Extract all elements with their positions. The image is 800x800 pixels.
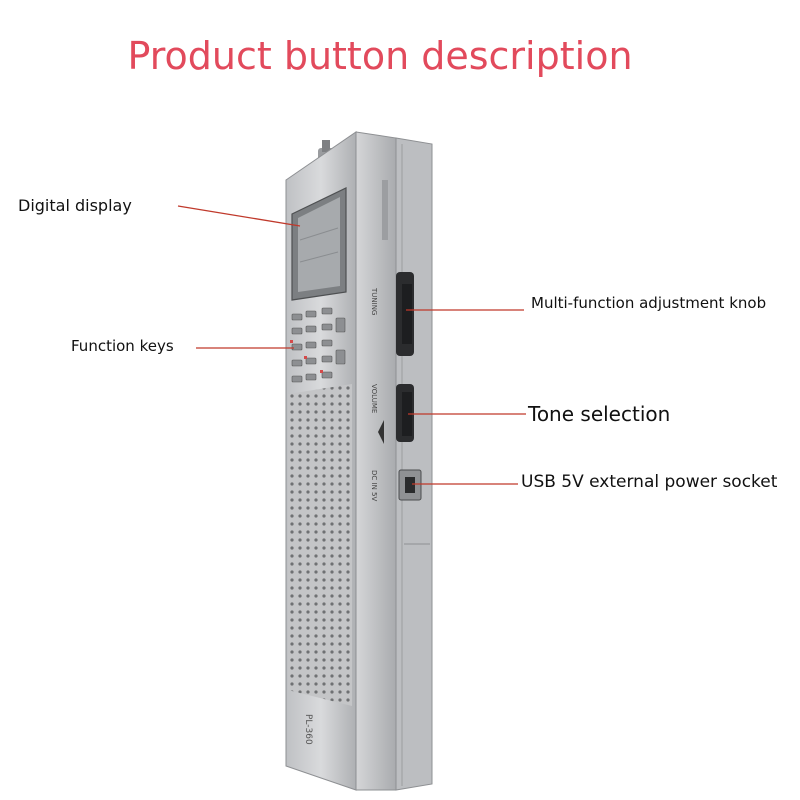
tuning-label: TUNING [370,287,378,315]
tuning-knob [396,272,414,356]
label-multi-function-knob: Multi-function adjustment knob [531,294,767,312]
callout-lines [177,205,526,485]
radio-lcd-display [291,187,347,301]
label-digital-display: Digital display [18,196,132,215]
model-label: PL-360 [303,714,313,745]
label-function-keys: Function keys [71,337,174,355]
volume-arrow-icon [378,420,384,444]
radio-function-keypad [290,307,346,383]
usb-socket [398,469,422,501]
label-usb-socket: USB 5V external power socket [521,472,778,492]
dc-in-label: DC IN 5V [370,470,378,501]
label-tone-selection: Tone selection [528,402,671,426]
page-title: Product button description [127,34,633,78]
volume-knob [396,384,414,442]
callout-line-display [177,205,301,227]
radio-side-panel [355,131,433,791]
volume-label: VOLUME [370,384,378,413]
radio-speaker-grille [288,384,352,706]
